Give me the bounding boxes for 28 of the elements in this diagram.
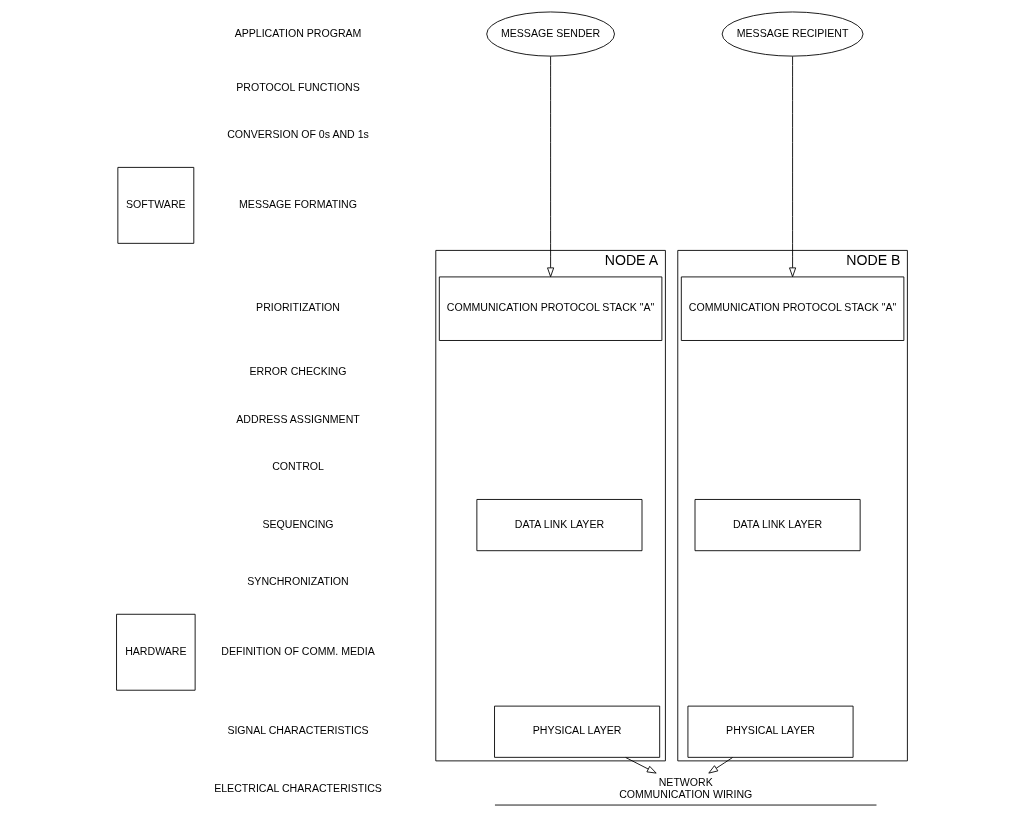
node-box: DATA LINK LAYER (476, 499, 643, 552)
node-box: PHYSICAL LAYER (494, 705, 661, 758)
arrow (789, 55, 797, 278)
label: SEQUENCING (262, 517, 334, 530)
node-text: NETWORK COMMUNICATION WIRING (619, 776, 753, 800)
label: PRIORITIZATION (256, 301, 340, 314)
arrow (708, 757, 734, 774)
label: CONTROL (272, 460, 324, 473)
label: SYNCHRONIZATION (247, 575, 349, 588)
node-box: SOFTWARE (117, 166, 195, 244)
node-box: HARDWARE (116, 613, 196, 691)
node-box: COMMUNICATION PROTOCOL STACK "A" (680, 276, 905, 341)
label: PROTOCOL FUNCTIONS (236, 80, 360, 93)
label: ELECTRICAL CHARACTERISTICS (214, 781, 382, 794)
arrow (547, 55, 555, 278)
label: CONVERSION OF 0s AND 1s (227, 128, 369, 141)
label: MESSAGE FORMATING (239, 198, 357, 211)
node-ellipse: MESSAGE RECIPIENT (721, 11, 864, 57)
node-box: COMMUNICATION PROTOCOL STACK "A" (438, 276, 663, 341)
label: DEFINITION OF COMM. MEDIA (221, 644, 375, 657)
node-ellipse: MESSAGE SENDER (486, 11, 615, 57)
label: APPLICATION PROGRAM (234, 26, 362, 39)
label: ADDRESS ASSIGNMENT (236, 412, 360, 425)
label: ERROR CHECKING (249, 365, 347, 378)
node-box: PHYSICAL LAYER (687, 705, 854, 758)
label: SIGNAL CHARACTERISTICS (227, 724, 369, 737)
node-box: DATA LINK LAYER (694, 499, 861, 552)
arrow (625, 757, 657, 774)
